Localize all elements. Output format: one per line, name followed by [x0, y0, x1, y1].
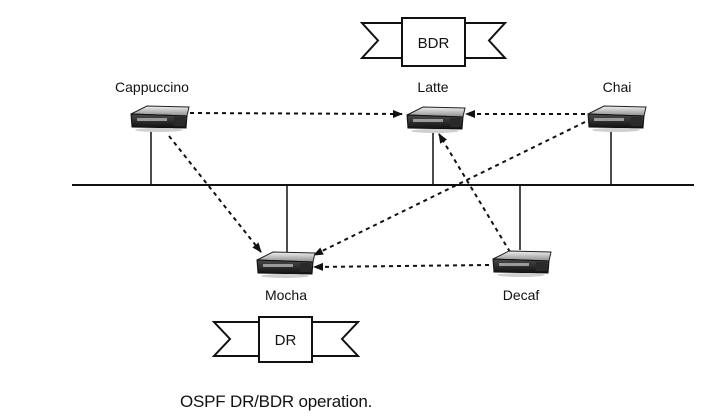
router-mocha	[256, 251, 316, 278]
router-cappuccino	[130, 105, 190, 132]
dr-badge: DR	[211, 316, 361, 363]
dr-label: DR	[275, 332, 297, 349]
router-chai	[587, 105, 647, 132]
label-cappuccino: Cappuccino	[115, 79, 189, 95]
label-chai: Chai	[603, 79, 632, 95]
bdr-label: BDR	[418, 35, 450, 52]
router-decaf	[492, 250, 552, 277]
label-decaf: Decaf	[503, 287, 540, 303]
router-latte	[406, 106, 466, 133]
bdr-badge: BDR	[359, 17, 508, 67]
label-latte: Latte	[417, 79, 448, 95]
edge-cappuccino-mocha	[168, 135, 262, 253]
label-mocha: Mocha	[265, 287, 307, 303]
edge-chai-mocha	[313, 121, 586, 256]
edge-decaf-latte	[438, 133, 511, 253]
figure-caption: OSPF DR/BDR operation.	[180, 392, 373, 411]
edge-decaf-mocha	[313, 262, 490, 271]
edge-cappuccino-latte	[189, 109, 403, 118]
adjacency-arrows	[168, 109, 586, 271]
